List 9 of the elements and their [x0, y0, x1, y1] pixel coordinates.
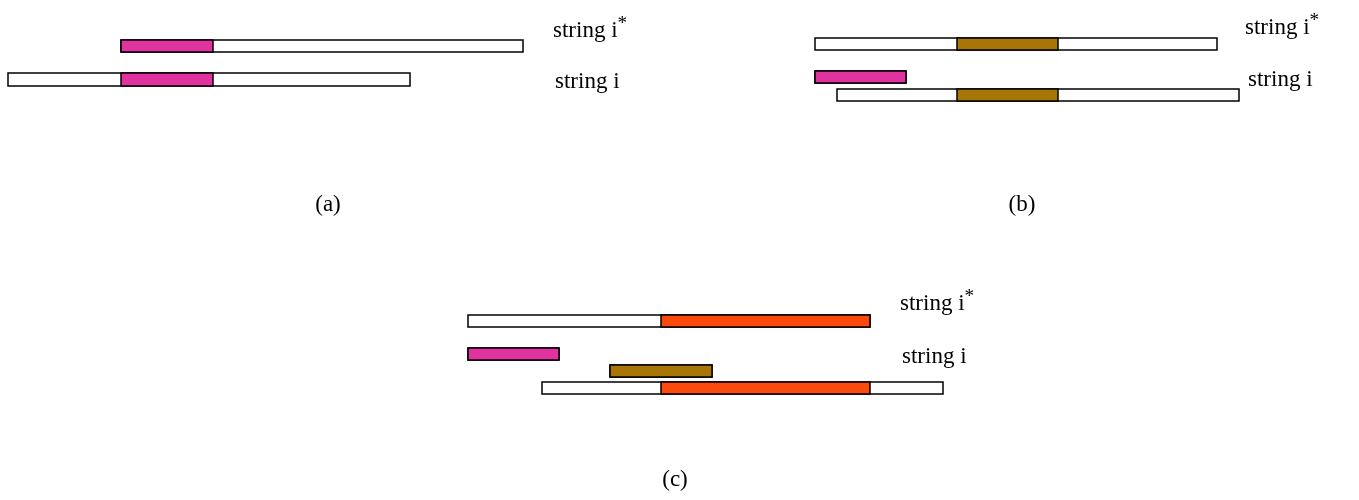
- panel-label: (c): [662, 466, 688, 490]
- string-label: string i$^{*}$: [553, 12, 628, 42]
- string-label: string i: [902, 343, 967, 367]
- string-label: string i: [1248, 66, 1313, 90]
- string-label: string i$^{*}$: [900, 285, 975, 315]
- panel-label: (b): [1008, 191, 1036, 215]
- string-label: string i$^{*}$: [1245, 9, 1320, 39]
- string-label: string i: [555, 68, 620, 92]
- panel-label: (a): [315, 191, 341, 215]
